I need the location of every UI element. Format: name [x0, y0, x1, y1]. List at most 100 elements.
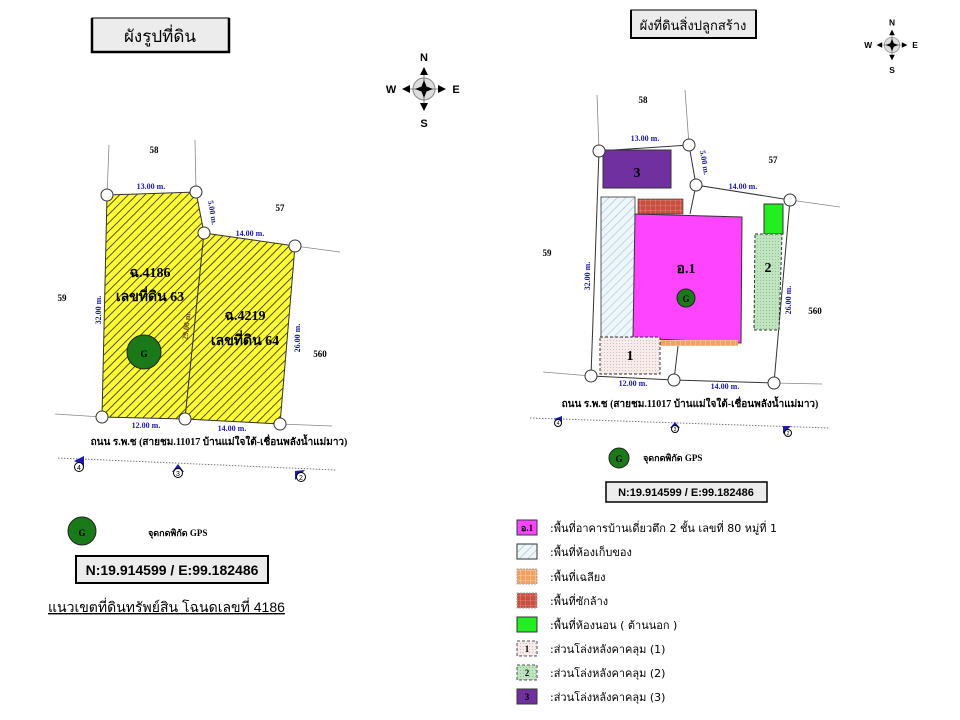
open-area-1	[599, 336, 661, 375]
dim-bottom-right: 14.00 m.	[711, 382, 740, 391]
svg-text:2: 2	[299, 475, 303, 482]
neighbor-560: 560	[313, 349, 327, 359]
gps-point-icon: G	[126, 334, 162, 370]
svg-text:N:19.914599 / E:99.182486: N:19.914599 / E:99.182486	[618, 487, 754, 499]
dim-top-right: 14.00 m.	[236, 229, 265, 238]
dim-bottom-left: 12.00 m.	[619, 379, 648, 388]
survey-marker-2: 2	[295, 470, 306, 482]
legend: อ.1 :พื้นที่อาคารบ้านเดี่ยวตึก 2 ชั้น เลข…	[516, 519, 777, 705]
building-1	[632, 213, 743, 344]
neighbor-58: 58	[150, 145, 160, 155]
neighbor-560: 560	[808, 306, 822, 316]
dim-notch: 5.00 m.	[206, 200, 219, 226]
svg-text:2: 2	[765, 261, 772, 276]
svg-text:จุดกดพิกัด GPS: จุดกดพิกัด GPS	[643, 453, 702, 464]
svg-text:E: E	[452, 84, 459, 96]
svg-text:3: 3	[525, 692, 530, 702]
svg-text:S: S	[420, 118, 427, 130]
right-title-box: ผังที่ดินสิ่งปลูกสร้าง	[630, 9, 757, 39]
svg-text:W: W	[386, 84, 397, 96]
svg-text:G: G	[140, 349, 147, 359]
svg-text:N:19.914599 / E:99.182486: N:19.914599 / E:99.182486	[86, 562, 259, 578]
svg-text:N: N	[889, 17, 895, 27]
boundary-markers	[95, 185, 302, 431]
dim-bottom-right: 14.00 m.	[218, 424, 247, 433]
laundry-area	[637, 198, 684, 215]
neighbor-58: 58	[639, 95, 649, 105]
svg-text:3: 3	[634, 166, 641, 181]
compass-rose-icon: N S E W	[864, 17, 918, 75]
neighbor-59: 59	[543, 248, 553, 258]
legend-item-open-1: 1 :ส่วนโล่งหลังคาคลุม (1)	[516, 640, 665, 657]
svg-text:G: G	[615, 454, 622, 464]
svg-text:อ.1: อ.1	[521, 523, 534, 533]
plot2-deed: ฉ.4219	[224, 309, 265, 324]
dim-left: 32.00 m.	[583, 262, 592, 291]
left-caption: แนวเขตที่ดินทรัพย์สิน โฉนดเลขที่ 4186	[48, 598, 285, 615]
storage-area	[600, 196, 636, 339]
survey-marker-2: 2	[783, 426, 792, 437]
bedroom-area	[763, 203, 784, 235]
legend-item-open-2: 2 :ส่วนโล่งหลังคาคลุม (2)	[516, 664, 665, 681]
plot1-parcel: เลขที่ดิน 63	[116, 286, 184, 305]
gps-label: จุดกดพิกัด GPS	[148, 528, 207, 539]
svg-text::ส่วนโล่งหลังคาคลุม (2): :ส่วนโล่งหลังคาคลุม (2)	[550, 666, 665, 680]
road-label: ถนน ร.พ.ช (สายชม.11017 บ้านแม่ใจใต้-เชื่…	[562, 396, 819, 410]
svg-text:2: 2	[525, 668, 530, 678]
legend-item-porch: :พื้นที่เฉลียง	[516, 568, 606, 585]
neighbor-59: 59	[58, 293, 68, 303]
left-title: ผังรูปที่ดิน	[124, 24, 196, 47]
left-plot-map: 58 57 59 560 13.00 m. 5.00 m. 14.00 m. 3…	[54, 139, 348, 482]
svg-text:N: N	[420, 52, 428, 64]
legend-item-laundry: :พื้นที่ซักล้าง	[516, 592, 608, 609]
svg-text::ส่วนโล่งหลังคาคลุม (3): :ส่วนโล่งหลังคาคลุม (3)	[550, 690, 665, 704]
plot1-deed: ฉ.4186	[129, 266, 170, 281]
boundary-markers	[584, 138, 797, 390]
svg-text:1: 1	[525, 644, 530, 654]
svg-text:W: W	[864, 40, 872, 50]
dim-right: 26.00 m.	[784, 286, 793, 315]
svg-text::พื้นที่ซักล้าง: :พื้นที่ซักล้าง	[550, 593, 608, 608]
left-coordinates-box: N:19.914599 / E:99.182486	[75, 555, 269, 584]
dim-top: 13.00 m.	[137, 182, 166, 191]
dim-top: 13.00 m.	[631, 134, 660, 143]
svg-text:อ.1: อ.1	[677, 262, 696, 277]
compass-rose-icon: N S E W	[386, 52, 460, 130]
svg-text:2: 2	[787, 431, 790, 437]
svg-text:3: 3	[674, 427, 677, 433]
right-title: ผังที่ดินสิ่งปลูกสร้าง	[640, 17, 747, 34]
neighbor-57: 57	[276, 203, 286, 213]
left-gps-legend: G จุดกดพิกัด GPS	[67, 516, 207, 546]
svg-text:G: G	[78, 528, 85, 538]
open-area-2	[753, 233, 783, 331]
svg-text::พื้นที่ห้องเก็บของ: :พื้นที่ห้องเก็บของ	[550, 544, 632, 559]
svg-text:G: G	[682, 294, 689, 304]
legend-item-storage: :พื้นที่ห้องเก็บของ	[516, 543, 632, 560]
dim-right: 26.00 m.	[293, 324, 302, 353]
right-coordinates-box: N:19.914599 / E:99.182486	[605, 481, 768, 503]
plot2-parcel: เลขที่ดิน 64	[211, 330, 279, 349]
svg-text::ส่วนโล่งหลังคาคลุม (1): :ส่วนโล่งหลังคาคลุม (1)	[550, 642, 665, 656]
svg-text::พื้นที่ห้องนอน ( ต้านนอก ): :พื้นที่ห้องนอน ( ต้านนอก )	[550, 617, 677, 632]
svg-text:1: 1	[627, 349, 634, 364]
left-title-box: ผังรูปที่ดิน	[90, 17, 231, 54]
dim-bottom-left: 12.00 m.	[132, 421, 161, 430]
svg-text:E: E	[912, 40, 918, 50]
neighbor-57: 57	[769, 155, 779, 165]
legend-item-open-3: 3 :ส่วนโล่งหลังคาคลุม (3)	[516, 688, 665, 705]
gps-point-icon: G	[676, 288, 696, 308]
right-plot-map: 3 อ.1 1 2 G 58 57 59 560 13.00 m. 5.00 m…	[529, 89, 841, 437]
survey-marker-4: 4	[554, 416, 562, 427]
svg-text:3: 3	[176, 471, 180, 478]
legend-item-bedroom: :พื้นที่ห้องนอน ( ต้านนอก )	[516, 616, 677, 633]
dim-top-right: 14.00 m.	[729, 182, 758, 191]
legend-item-building: อ.1 :พื้นที่อาคารบ้านเดี่ยวตึก 2 ชั้น เลข…	[516, 519, 777, 536]
svg-text::พื้นที่เฉลียง: :พื้นที่เฉลียง	[550, 569, 606, 584]
svg-text:4: 4	[77, 465, 81, 472]
svg-text:4: 4	[557, 421, 560, 427]
svg-text:S: S	[889, 65, 895, 75]
road-label: ถนน ร.พ.ช (สายชม.11017 บ้านแม่ใจใต้-เชื่…	[91, 434, 348, 448]
survey-marker-3: 3	[172, 464, 184, 478]
svg-text::พื้นที่อาคารบ้านเดี่ยวตึก 2 ช: :พื้นที่อาคารบ้านเดี่ยวตึก 2 ชั้น เลขที่…	[550, 520, 777, 535]
